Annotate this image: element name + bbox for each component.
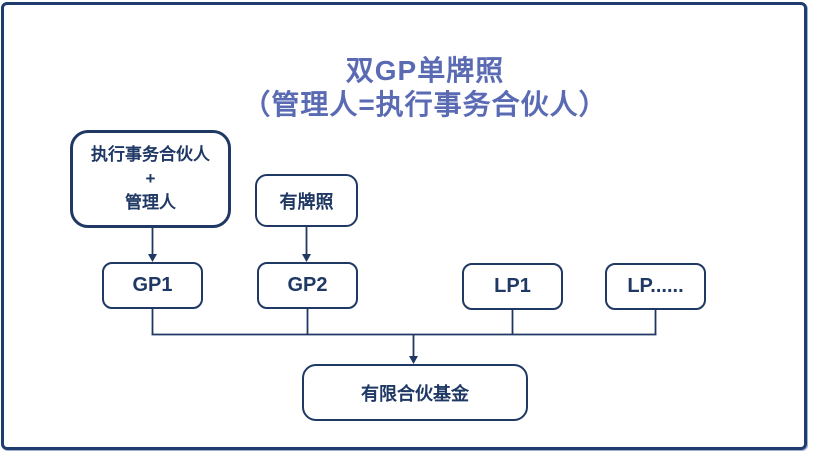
arrowhead-bus-to-fund [409,356,418,364]
title-line1: 双GP单牌照 [345,55,505,86]
page-title: 双GP单牌照 （管理人=执行事务合伙人） [40,54,810,122]
node-license: 有牌照 [255,174,358,227]
arrowhead-license-to-gp2 [302,254,311,262]
arrowhead-exec-to-gp1 [148,254,157,262]
node-exec-line3: 管理人 [125,193,176,212]
node-gp2: GP2 [257,262,358,309]
node-fund: 有限合伙基金 [302,364,528,421]
node-gp1: GP1 [102,262,203,309]
slide-frame [1,2,807,450]
node-exec-partner: 执行事务合伙人 + 管理人 [70,130,231,228]
node-lp1: LP1 [462,263,563,310]
title-line2: （管理人=执行事务合伙人） [242,89,608,120]
node-exec-line1: 执行事务合伙人 [91,145,210,164]
node-exec-line2: + [145,169,156,188]
node-lp-more: LP...... [605,263,706,310]
